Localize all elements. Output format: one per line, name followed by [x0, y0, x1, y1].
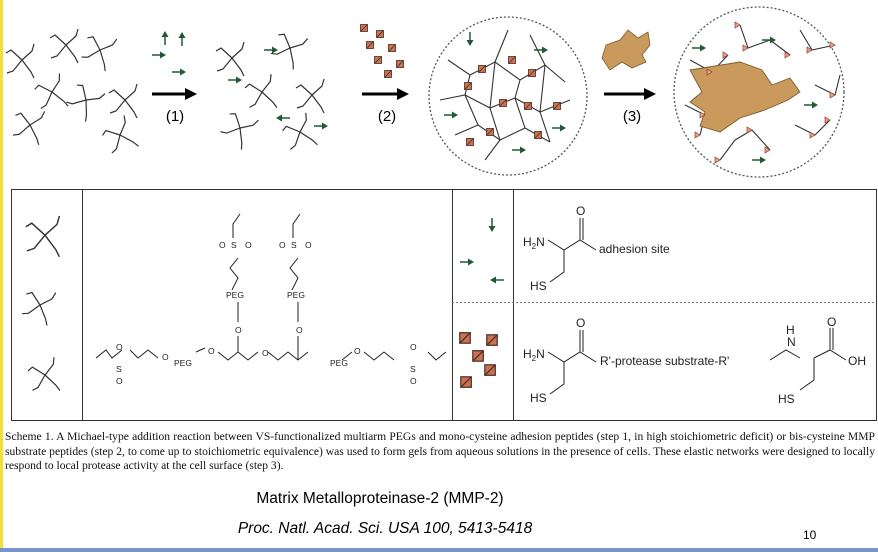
scheme-figure: (1) (2) — [5, 6, 877, 421]
peg-vinylsulfone-structure — [95, 213, 447, 361]
peg-stars-panel-2 — [215, 26, 329, 155]
degraded-network-circle — [673, 6, 845, 178]
step-2-label: (2) — [378, 108, 396, 125]
cysteine-adhesion-labels: H2N O HS adhesion site — [523, 204, 670, 293]
svg-text:O: O — [576, 204, 585, 218]
page-number: 10 — [803, 528, 817, 542]
substrate-peptides-step-2 — [360, 24, 404, 78]
svg-text:O: O — [410, 342, 417, 352]
svg-text:O: O — [245, 240, 252, 250]
hydrogel-network-circle — [428, 16, 588, 176]
svg-text:S: S — [410, 364, 416, 374]
svg-text:O: O — [162, 352, 169, 362]
svg-text:O: O — [116, 376, 123, 386]
svg-text:O: O — [305, 240, 312, 250]
svg-text:O: O — [208, 346, 215, 356]
svg-text:S: S — [231, 240, 237, 250]
svg-text:O: O — [354, 346, 361, 356]
bis-cysteine-substrate-structure — [547, 328, 847, 395]
svg-text:O: O — [116, 342, 123, 352]
svg-text:N: N — [787, 335, 796, 349]
svg-text:S: S — [116, 364, 122, 374]
protease-substrate-label: R'-protease substrate-R' — [600, 354, 729, 368]
step-1-label: (1) — [166, 108, 184, 125]
slide-subtitle: Matrix Metalloproteinase-2 (MMP-2) — [256, 490, 504, 507]
svg-text:PEG: PEG — [226, 290, 244, 300]
adhesion-site-label: adhesion site — [599, 242, 670, 256]
legend-substrate-peptide-symbols — [459, 332, 498, 388]
svg-text:O: O — [827, 315, 836, 329]
arrow-step-2 — [362, 88, 409, 100]
svg-text:H2N: H2N — [523, 347, 545, 363]
bis-cysteine-substrate-labels: H2N O HS R'-protease substrate-R' H N O … — [523, 315, 866, 406]
scheme-caption: Scheme 1. A Michael-type addition reacti… — [5, 430, 875, 473]
svg-text:O: O — [410, 376, 417, 386]
svg-text:O: O — [262, 348, 269, 358]
adhesion-peptides-step-1 — [151, 30, 187, 77]
step-3-label: (3) — [623, 108, 641, 125]
svg-text:O: O — [279, 240, 286, 250]
cell-step-3 — [601, 29, 651, 71]
svg-text:H: H — [786, 323, 795, 337]
arrow-step-1 — [152, 88, 197, 100]
svg-text:O: O — [296, 325, 303, 335]
svg-text:OH: OH — [848, 354, 866, 368]
legend-adhesion-peptide-symbols — [459, 217, 505, 285]
svg-text:HS: HS — [778, 392, 795, 406]
legend-table — [11, 189, 877, 421]
peg-structure-labels: S O O O PEG O O O O PEG PEG PEG O S O O … — [116, 240, 417, 386]
svg-text:PEG: PEG — [174, 358, 192, 368]
svg-text:O: O — [235, 325, 242, 335]
legend-star-polymers — [19, 215, 61, 397]
svg-text:O: O — [576, 316, 585, 330]
peg-stars-panel-1 — [5, 28, 140, 159]
svg-text:HS: HS — [530, 391, 547, 405]
arrow-step-3 — [604, 88, 656, 100]
svg-text:S: S — [291, 240, 297, 250]
svg-text:O: O — [219, 240, 226, 250]
bottom-rule — [0, 548, 878, 552]
cysteine-adhesion-structure — [547, 218, 597, 283]
slide-edge-accent — [0, 0, 3, 552]
svg-text:HS: HS — [530, 279, 547, 293]
svg-text:PEG: PEG — [330, 358, 348, 368]
svg-text:PEG: PEG — [287, 290, 305, 300]
journal-citation: Proc. Natl. Acad. Sci. USA 100, 5413-541… — [237, 520, 533, 537]
svg-text:H2N: H2N — [523, 235, 545, 251]
